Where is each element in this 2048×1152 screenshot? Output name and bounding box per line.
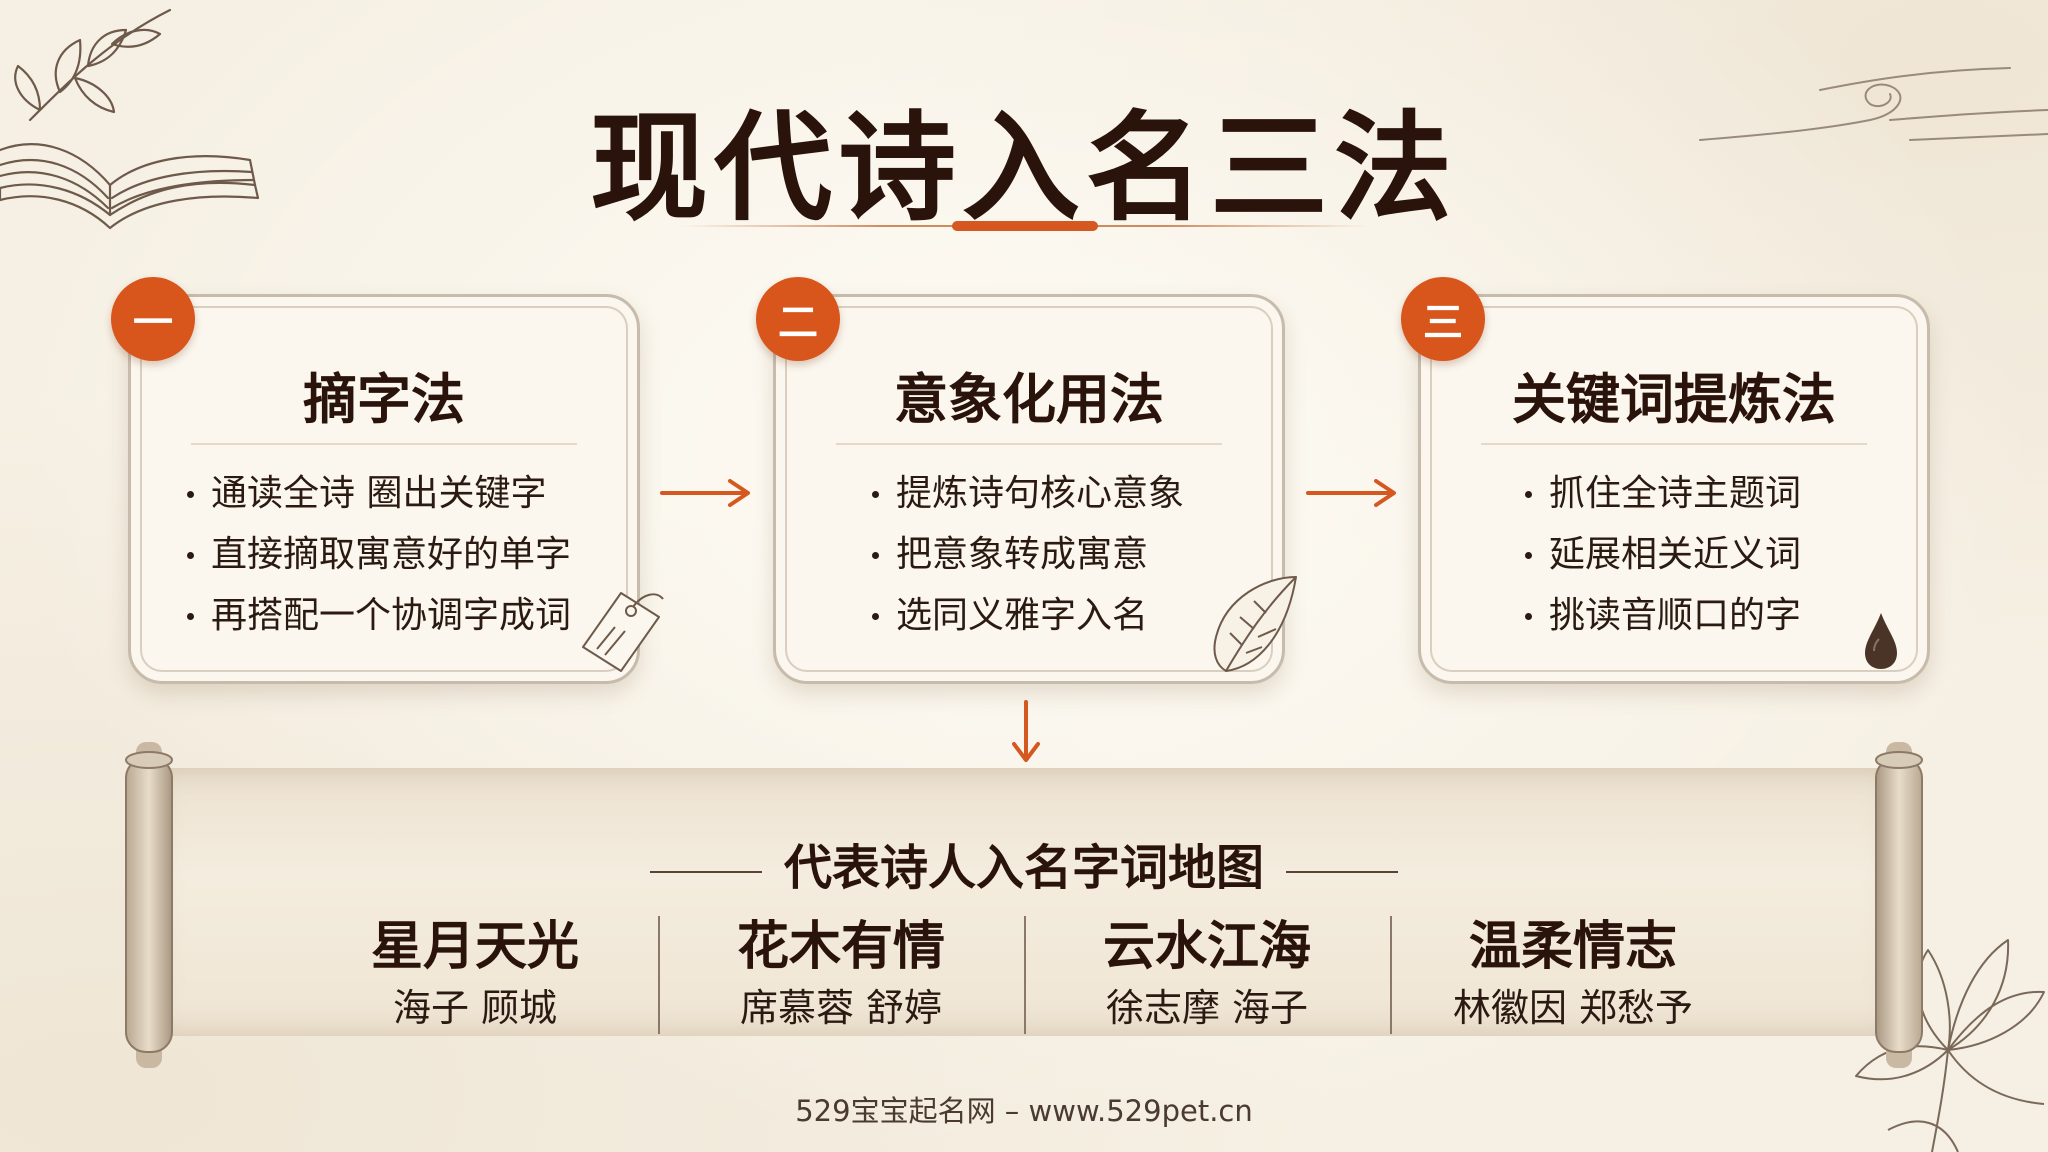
ink-drop-icon <box>1865 613 1897 669</box>
theme-title: 花木有情 <box>736 916 945 977</box>
method-step: 挑读音顺口的字 <box>1521 585 1801 646</box>
method-step: 选同义雅字入名 <box>868 585 1184 646</box>
flower-illustration <box>1855 939 2045 1152</box>
theme-poets: 席慕蓉 舒婷 <box>739 986 943 1030</box>
card-divider <box>191 443 577 445</box>
method-card-1: 一 摘字法 通读全诗 圈出关键字 直接摘取寓意好的单字 再搭配一个协调字成词 <box>111 277 664 684</box>
theme-column: 云水江海 徐志摩 海子 <box>1024 916 1390 1036</box>
method-step: 通读全诗 圈出关键字 <box>183 463 571 524</box>
method-badge: 二 <box>756 277 840 361</box>
theme-title: 温柔情志 <box>1468 916 1677 977</box>
method-badge: 一 <box>111 277 195 361</box>
right-arrow-icon <box>660 479 750 507</box>
method-step: 抓住全诗主题词 <box>1521 463 1801 524</box>
right-arrow-icon <box>1306 479 1396 507</box>
scroll-roller-left <box>125 742 173 1068</box>
card-divider <box>836 443 1222 445</box>
method-step: 提炼诗句核心意象 <box>868 463 1184 524</box>
poet-word-map-scroll: 代表诗人入名字词地图 星月天光 海子 顾城 花木有情 席慕蓉 舒婷 云水江海 徐… <box>118 740 1930 1070</box>
theme-title: 星月天光 <box>370 916 579 977</box>
method-title: 摘字法 <box>303 367 465 431</box>
theme-column: 星月天光 海子 顾城 <box>292 916 658 1036</box>
theme-title: 云水江海 <box>1102 916 1311 977</box>
card-divider <box>1481 443 1867 445</box>
leaf-icon <box>1213 576 1297 672</box>
method-card-3: 三 关键词提炼法 抓住全诗主题词 延展相关近义词 挑读音顺口的字 <box>1401 277 1930 684</box>
method-steps: 提炼诗句核心意象 把意象转成寓意 选同义雅字入名 <box>868 463 1184 646</box>
method-step: 延展相关近义词 <box>1521 524 1801 585</box>
theme-column: 花木有情 席慕蓉 舒婷 <box>658 916 1024 1036</box>
method-card-2: 二 意象化用法 提炼诗句核心意象 把意象转成寓意 选同义雅字入名 <box>756 277 1297 684</box>
scroll-roller-right <box>1875 742 1923 1068</box>
heading-line-left <box>649 870 762 873</box>
site-footer: 529宝宝起名网 – www.529pet.cn <box>795 1094 1253 1128</box>
heading-line-right <box>1286 870 1398 873</box>
theme-poets: 林徽因 郑愁予 <box>1452 986 1694 1030</box>
tag-icon <box>582 592 664 672</box>
scroll-heading: 代表诗人入名字词地图 <box>152 828 1896 898</box>
theme-poets: 徐志摩 海子 <box>1105 986 1309 1030</box>
down-arrow-icon <box>1012 700 1040 762</box>
scroll-paper: 代表诗人入名字词地图 星月天光 海子 顾城 花木有情 席慕蓉 舒婷 云水江海 徐… <box>152 768 1896 1036</box>
title-divider-accent <box>952 221 1098 231</box>
method-step: 再搭配一个协调字成词 <box>183 585 571 646</box>
theme-poets: 海子 顾城 <box>392 986 558 1030</box>
method-title: 意象化用法 <box>894 367 1164 431</box>
method-step: 直接摘取寓意好的单字 <box>183 524 571 585</box>
open-book-illustration <box>0 8 260 230</box>
theme-column: 温柔情志 林徽因 郑愁予 <box>1390 916 1756 1036</box>
method-title: 关键词提炼法 <box>1512 367 1836 431</box>
page-title: 现代诗入名三法 <box>589 98 1458 237</box>
method-steps: 抓住全诗主题词 延展相关近义词 挑读音顺口的字 <box>1521 463 1801 646</box>
scroll-heading-text: 代表诗人入名字词地图 <box>783 840 1264 896</box>
method-steps: 通读全诗 圈出关键字 直接摘取寓意好的单字 再搭配一个协调字成词 <box>183 463 571 646</box>
method-badge: 三 <box>1401 277 1485 361</box>
method-step: 把意象转成寓意 <box>868 524 1184 585</box>
theme-columns: 星月天光 海子 顾城 花木有情 席慕蓉 舒婷 云水江海 徐志摩 海子 温柔情志 … <box>292 916 1756 1036</box>
cloud-swirl-decoration <box>1699 67 2048 141</box>
